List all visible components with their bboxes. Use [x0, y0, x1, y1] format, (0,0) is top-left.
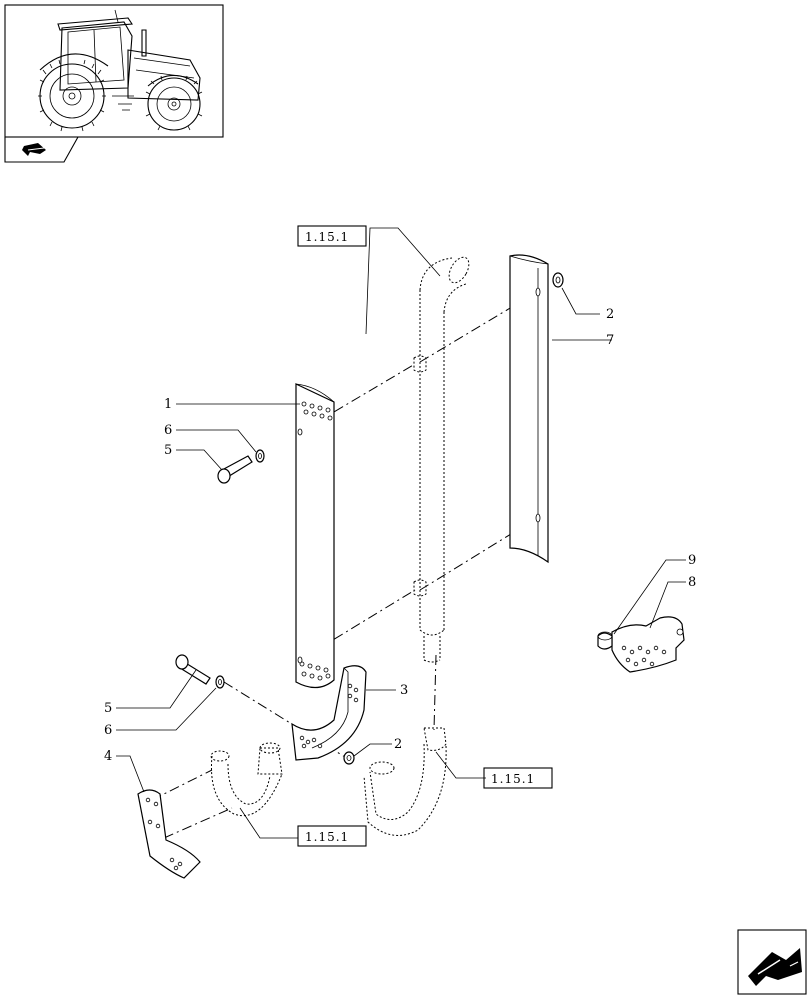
callouts: 1 6 5 2 7 5 6 3 4 2 9 8 — [104, 307, 696, 764]
reference-label: 1.15.1 — [305, 830, 349, 844]
callout-2: 2 — [606, 307, 614, 322]
part-1-perforated-shield — [295, 383, 335, 689]
reference-box-right[interactable]: 1.15.1 — [483, 767, 553, 789]
callout-2: 2 — [394, 737, 402, 752]
part-3-curved-shield — [291, 665, 367, 761]
callout-5: 5 — [104, 701, 112, 716]
reference-label: 1.15.1 — [491, 772, 535, 786]
callout-3: 3 — [400, 683, 408, 698]
callout-6: 6 — [164, 423, 172, 438]
leader-lines — [116, 227, 686, 839]
part-2-washer-top — [552, 272, 564, 288]
arrow-back-icon — [22, 143, 46, 156]
perforation-holes — [299, 401, 333, 681]
callout-9: 9 — [688, 553, 696, 568]
next-page-arrow-icon[interactable] — [737, 929, 807, 995]
reference-box-bottom[interactable]: 1.15.1 — [297, 825, 367, 847]
elbow-pipe-reference-right — [363, 727, 447, 836]
part-8-clamp — [611, 616, 685, 673]
callout-7: 7 — [606, 333, 614, 348]
part-6-washer-upper — [255, 449, 265, 463]
part-6-washer-lower — [215, 675, 225, 689]
part-2-washer-bottom — [343, 751, 355, 765]
callout-4: 4 — [104, 749, 112, 764]
part-5-bolt-lower — [175, 654, 211, 685]
part-9-spacer — [597, 631, 613, 650]
callout-5: 5 — [164, 443, 172, 458]
tractor-thumbnail — [4, 4, 224, 163]
part-4-bent-shield — [137, 789, 201, 879]
part-7-heat-shield — [509, 254, 549, 564]
reference-label: 1.15.1 — [305, 230, 349, 244]
reference-box-top[interactable]: 1.15.1 — [297, 225, 367, 247]
callout-8: 8 — [688, 575, 696, 590]
callout-6: 6 — [104, 723, 112, 738]
part-5-bolt-upper — [217, 455, 253, 484]
callout-1: 1 — [164, 397, 172, 412]
exhaust-pipe-reference — [413, 256, 470, 663]
tractor-icon — [38, 9, 203, 132]
elbow-pipe-reference-left — [210, 742, 283, 816]
